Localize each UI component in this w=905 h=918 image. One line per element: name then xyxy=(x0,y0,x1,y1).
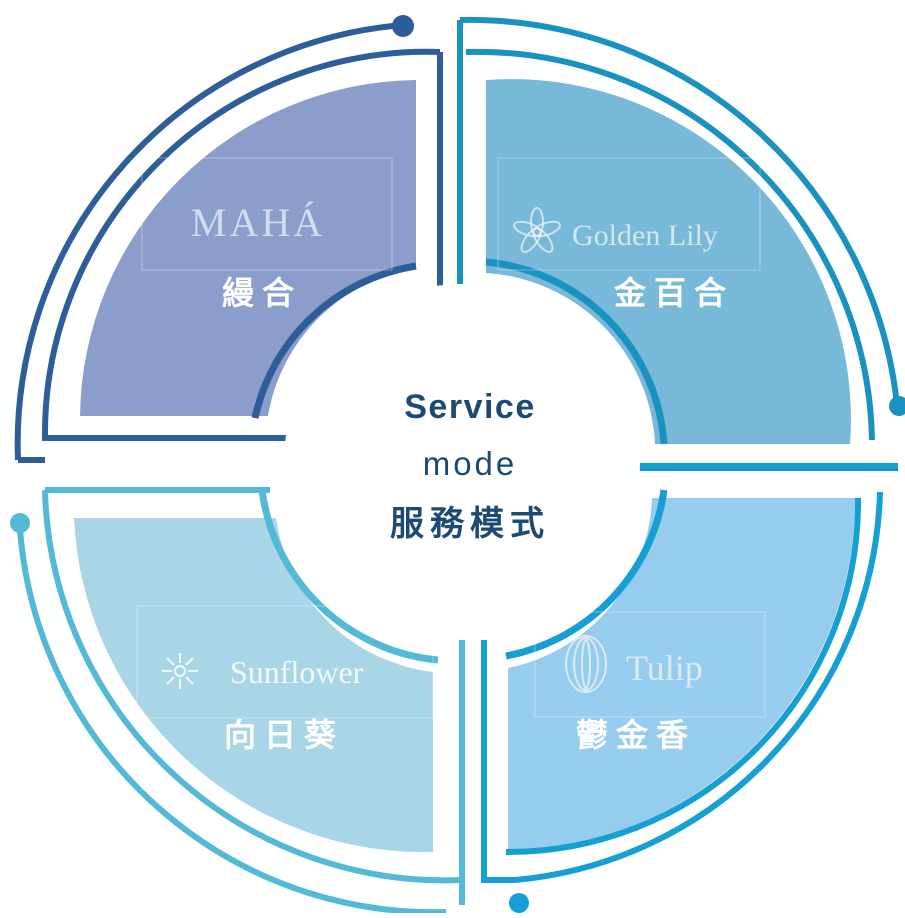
maha-ring-hub xyxy=(251,262,417,419)
tulip-ring-outer xyxy=(514,491,883,883)
golden-lily-ring-outer xyxy=(459,16,900,406)
maha-ring-outer xyxy=(14,22,404,461)
tulip-quadrant xyxy=(508,498,856,850)
sunflower-ring-hub xyxy=(258,489,439,664)
tulip-brand: Tulip xyxy=(626,648,703,688)
sunflower-logo-frame xyxy=(136,605,434,719)
maha-quadrant xyxy=(80,80,416,416)
golden-lily-ring-hub xyxy=(485,258,668,445)
sunflower-icon xyxy=(162,653,198,689)
center-title: Service xyxy=(404,388,536,426)
sunflower-brand: Sunflower xyxy=(230,654,364,690)
tulip-logo-frame xyxy=(534,611,766,718)
maha-logo-frame xyxy=(141,157,393,271)
tulip-ring-inner xyxy=(505,497,862,856)
tulip-ring-frame xyxy=(481,463,898,883)
tulip-ring-hub xyxy=(505,489,668,660)
sunflower-name: 向日葵 xyxy=(224,716,344,754)
sunflower-ring-frame xyxy=(45,487,465,905)
golden-lily-end-dot xyxy=(889,396,905,416)
maha-brand: MAHÁ xyxy=(191,200,325,245)
sunflower-end-dot xyxy=(10,513,30,533)
tulip-icon xyxy=(565,635,607,693)
golden-lily-quadrant xyxy=(486,79,851,444)
maha-end-dot xyxy=(392,15,414,37)
sunflower-ring-inner xyxy=(42,489,463,884)
golden-lily-logo-frame xyxy=(497,157,761,271)
tulip-end-dot xyxy=(509,893,529,913)
sunflower-quadrant xyxy=(74,518,433,853)
center-hub xyxy=(284,284,640,640)
sunflower-ring-outer xyxy=(17,529,447,916)
maha-ring-inner xyxy=(41,48,443,441)
center-chinese: 服務模式 xyxy=(390,504,550,544)
center-subtitle: mode xyxy=(423,445,518,482)
golden-lily-name: 金百合 xyxy=(613,274,734,312)
lily-flower-icon xyxy=(513,207,561,253)
golden-lily-ring-inner xyxy=(465,48,875,441)
maha-name: 縵合 xyxy=(222,274,302,312)
tulip-name: 鬱金香 xyxy=(576,716,696,754)
golden-lily-brand: Golden Lily xyxy=(572,219,718,252)
